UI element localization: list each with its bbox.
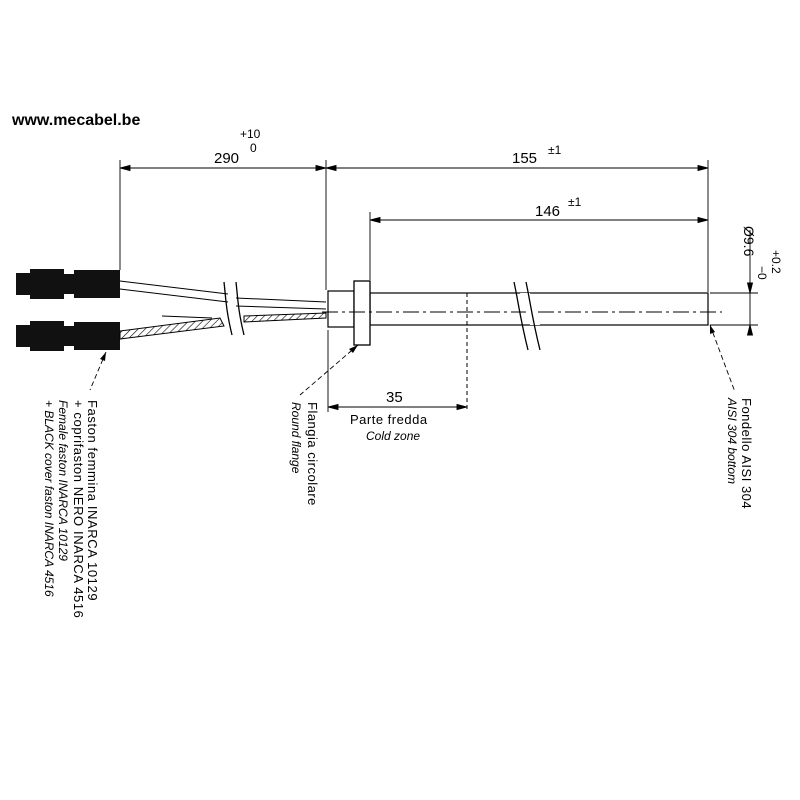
- cold-zone-label-it: Parte fredda: [350, 412, 428, 427]
- website-label: www.mecabel.be: [11, 112, 140, 129]
- dim-155-tol: ±1: [548, 143, 562, 157]
- leader-lines: [89, 324, 736, 396]
- dim-diameter-tol-lower: −0: [755, 266, 769, 280]
- dim-290-tol-lower: 0: [250, 141, 257, 155]
- faston-label-it-line1: Faston femmina INARCA 10129: [85, 400, 100, 601]
- dim-290-value: 290: [214, 150, 239, 167]
- dimension-line-290: [119, 164, 327, 172]
- dim-146-value: 146: [535, 203, 560, 220]
- faston-label-en-line2: + BLACK cover faston INARCA 4516: [42, 400, 56, 597]
- leader-arrowheads: [100, 325, 715, 361]
- cold-zone-label-en: Cold zone: [366, 429, 420, 443]
- dimension-line-35: [327, 403, 468, 411]
- extension-lines: [119, 160, 758, 412]
- dimension-line-diameter: [746, 230, 754, 336]
- bottom-label-it: Fondello AISI 304: [739, 398, 754, 509]
- faston-connector-top: [16, 269, 120, 299]
- break-symbol-wires: [223, 281, 245, 336]
- faston-connector-bottom: [16, 321, 120, 351]
- dim-290-tol-upper: +10: [240, 127, 261, 141]
- round-flange: [353, 280, 371, 346]
- dim-diameter-value: Ø9.6: [741, 226, 757, 257]
- faston-label-en-line1: Female faston INARCA 10129: [56, 400, 70, 561]
- dimension-line-155: [325, 164, 709, 172]
- dim-35-value: 35: [386, 389, 403, 406]
- dimension-line-146: [369, 216, 709, 224]
- dim-146-tol: ±1: [568, 195, 582, 209]
- dim-diameter-tol-upper: +0.2: [769, 250, 783, 274]
- heater-sheath: [327, 290, 709, 328]
- bottom-label-en: AISI 304 bottom: [725, 397, 739, 484]
- flange-label-it: Flangia circolare: [305, 402, 320, 506]
- flange-label-en: Round flange: [289, 402, 303, 474]
- faston-label-it-line2: + coprifaston NERO INARCA 4516: [71, 400, 86, 619]
- lead-wire-bottom-insulated: [119, 312, 327, 340]
- lead-wire-top: [119, 280, 327, 310]
- dim-155-value: 155: [512, 150, 537, 167]
- break-symbol-sheath: [513, 281, 541, 351]
